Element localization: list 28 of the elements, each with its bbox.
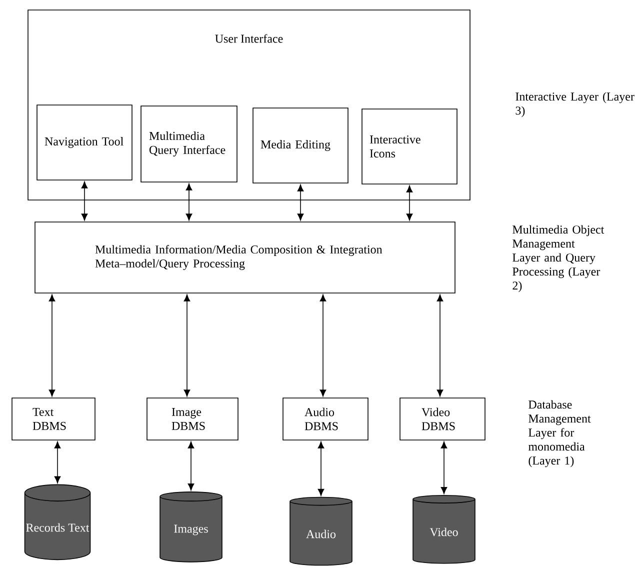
arrow: [186, 183, 192, 221]
arrow: [436, 294, 444, 397]
database-cylinder: Images: [160, 492, 222, 562]
arrow: [406, 185, 413, 221]
arrow: [81, 181, 88, 221]
arrow: [297, 184, 304, 221]
layer-label: Interactive Layer (Layer 3): [516, 92, 634, 118]
dbms-box: Audio DBMS: [282, 398, 368, 440]
layer-label: Database Management Layer for monomedia (Layer 1): [528, 400, 591, 468]
arrow: [320, 294, 326, 397]
arrow: [54, 441, 61, 484]
arrow: [440, 441, 448, 494]
dbms-box: Video DBMS: [400, 398, 486, 440]
layer-label: Multimedia Object Management Layer and Query Processing (Layer 2): [512, 225, 604, 292]
layer-box: Multimedia Information/Media Composition & Integration Meta–model/Query Processing: [34, 222, 456, 294]
arrow: [318, 441, 324, 496]
arrow: [48, 294, 56, 397]
database-cylinder: Video: [412, 495, 476, 564]
component-box: Interactive Icons: [362, 108, 458, 184]
component-box: Multimedia Query Interface: [140, 106, 238, 182]
database-cylinder: Records Text: [24, 484, 91, 560]
component-box: Navigation Tool: [36, 104, 132, 180]
component-box: Media Editing: [252, 108, 348, 184]
database-cylinder: Audio: [290, 496, 352, 566]
arrow: [184, 294, 190, 397]
arrow: [188, 441, 194, 490]
dbms-box: Text DBMS: [12, 398, 96, 440]
dbms-box: Image DBMS: [146, 398, 238, 440]
